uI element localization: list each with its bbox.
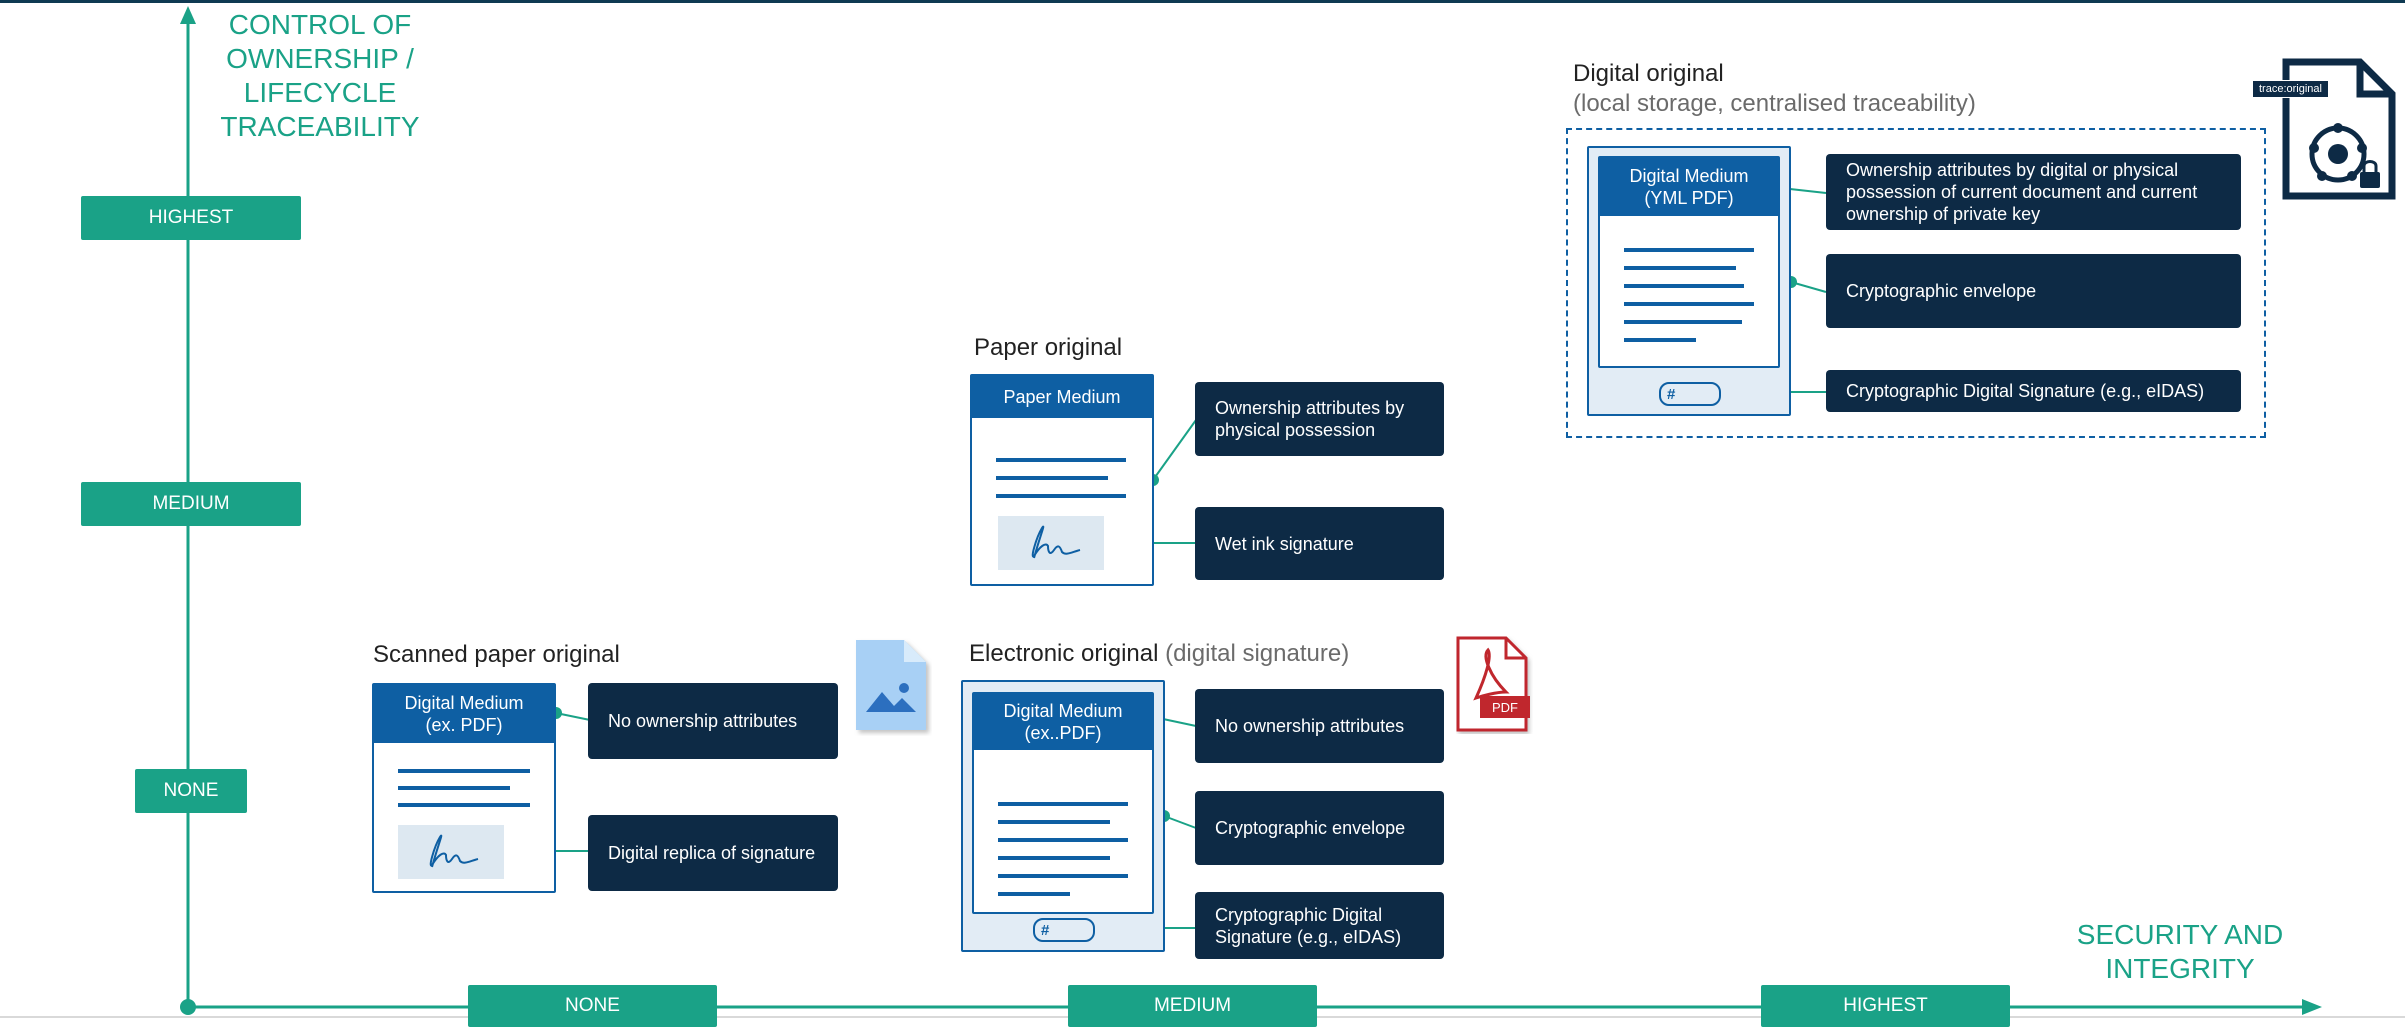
axis-origin-dot <box>180 999 196 1015</box>
signature-replica <box>398 825 504 879</box>
electronic-doc-header: Digital Medium (ex..PDF) <box>974 694 1152 750</box>
scanned-title: Scanned paper original <box>373 641 620 668</box>
pdf-file-icon: PDF <box>1456 636 1536 734</box>
y-axis-title: CONTROL OF OWNERSHIP / LIFECYCLE TRACEAB… <box>220 9 420 142</box>
digital-hash-icon: # <box>1659 382 1721 406</box>
pdf-label: PDF <box>1480 696 1530 718</box>
electronic-hash-icon: # <box>1033 918 1095 942</box>
x-level-none: NONE <box>468 985 717 1027</box>
x-level-medium: MEDIUM <box>1068 985 1317 1027</box>
trace-original-file-icon: trace:original <box>2252 58 2397 204</box>
scanned-doc-header: Digital Medium (ex. PDF) <box>374 685 554 743</box>
trace-original-tag: trace:original <box>2252 80 2329 98</box>
digital-envelope: Digital Medium (YML PDF) # <box>1587 146 1791 416</box>
top-border <box>0 0 2405 3</box>
digital-title: Digital original <box>1573 60 1724 87</box>
y-level-highest: HIGHEST <box>81 196 301 240</box>
digital-box-envelope: Cryptographic envelope <box>1826 254 2241 328</box>
digital-dashed-frame <box>1566 128 2266 438</box>
y-level-medium: MEDIUM <box>81 482 301 526</box>
y-axis-arrow <box>180 6 196 24</box>
paper-box-ownership: Ownership attributes by physical possess… <box>1195 382 1444 456</box>
x-axis-title: SECURITY AND INTEGRITY <box>2076 919 2284 984</box>
digital-box-signature: Cryptographic Digital Signature (e.g., e… <box>1826 370 2241 412</box>
signature-icon <box>429 834 479 868</box>
scanned-document: Digital Medium (ex. PDF) <box>372 683 556 893</box>
digital-document: Digital Medium (YML PDF) <box>1598 156 1780 368</box>
digital-connector-2 <box>1790 281 1827 293</box>
paper-title: Paper original <box>974 334 1123 361</box>
scanned-box-signature: Digital replica of signature <box>588 815 838 891</box>
x-level-highest: HIGHEST <box>1761 985 2010 1027</box>
electronic-envelope: Digital Medium (ex..PDF) # <box>961 680 1165 952</box>
y-level-none: NONE <box>135 769 247 813</box>
paper-box-signature: Wet ink signature <box>1195 507 1444 580</box>
digital-subtitle: (local storage, centralised traceability… <box>1573 90 1976 117</box>
digital-box-ownership: Ownership attributes by digital or physi… <box>1826 154 2241 230</box>
electronic-box-signature: Cryptographic Digital Signature (e.g., e… <box>1195 892 1444 959</box>
scanned-box-ownership: No ownership attributes <box>588 683 838 759</box>
x-axis-arrow <box>2302 999 2322 1015</box>
electronic-title: Electronic original (digital signature) <box>969 640 1350 667</box>
electronic-box-envelope: Cryptographic envelope <box>1195 791 1444 865</box>
paper-document: Paper Medium <box>970 374 1154 586</box>
paper-doc-header: Paper Medium <box>972 376 1152 418</box>
digital-doc-header: Digital Medium (YML PDF) <box>1600 158 1778 216</box>
paper-connector-1 <box>1152 419 1197 481</box>
electronic-box-ownership: No ownership attributes <box>1195 689 1444 763</box>
electronic-document: Digital Medium (ex..PDF) <box>972 692 1154 914</box>
image-file-icon <box>856 640 926 730</box>
signature-icon <box>1031 525 1081 559</box>
wet-signature <box>998 516 1104 570</box>
